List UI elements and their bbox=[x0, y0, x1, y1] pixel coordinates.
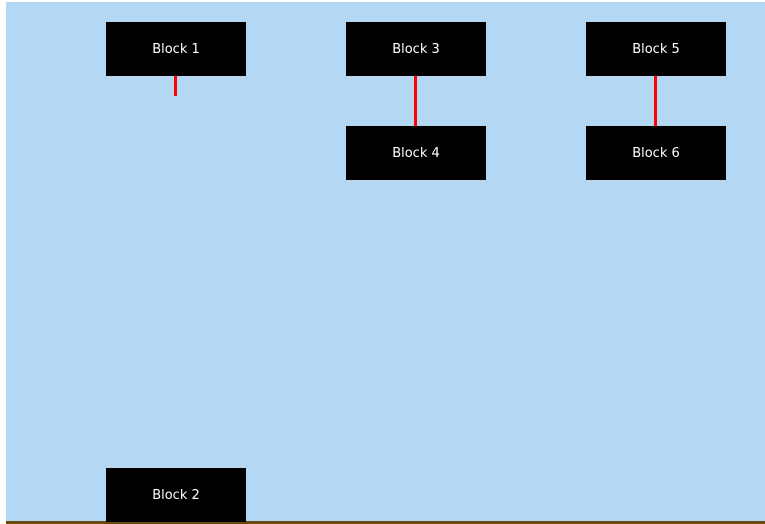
block-2-label: Block 2 bbox=[152, 487, 200, 503]
connector-block1-stub bbox=[174, 75, 177, 96]
block-5[interactable]: Block 5 bbox=[586, 22, 726, 76]
canvas-bottom-edge bbox=[6, 521, 765, 524]
block-1-label: Block 1 bbox=[152, 41, 200, 57]
block-6[interactable]: Block 6 bbox=[586, 126, 726, 180]
diagram-canvas bbox=[6, 2, 765, 521]
block-1[interactable]: Block 1 bbox=[106, 22, 246, 76]
block-4[interactable]: Block 4 bbox=[346, 126, 486, 180]
connector-block5-block6 bbox=[654, 75, 657, 126]
block-6-label: Block 6 bbox=[632, 145, 680, 161]
block-4-label: Block 4 bbox=[392, 145, 440, 161]
block-3[interactable]: Block 3 bbox=[346, 22, 486, 76]
connector-block3-block4 bbox=[414, 75, 417, 126]
block-3-label: Block 3 bbox=[392, 41, 440, 57]
block-5-label: Block 5 bbox=[632, 41, 680, 57]
block-2[interactable]: Block 2 bbox=[106, 468, 246, 522]
